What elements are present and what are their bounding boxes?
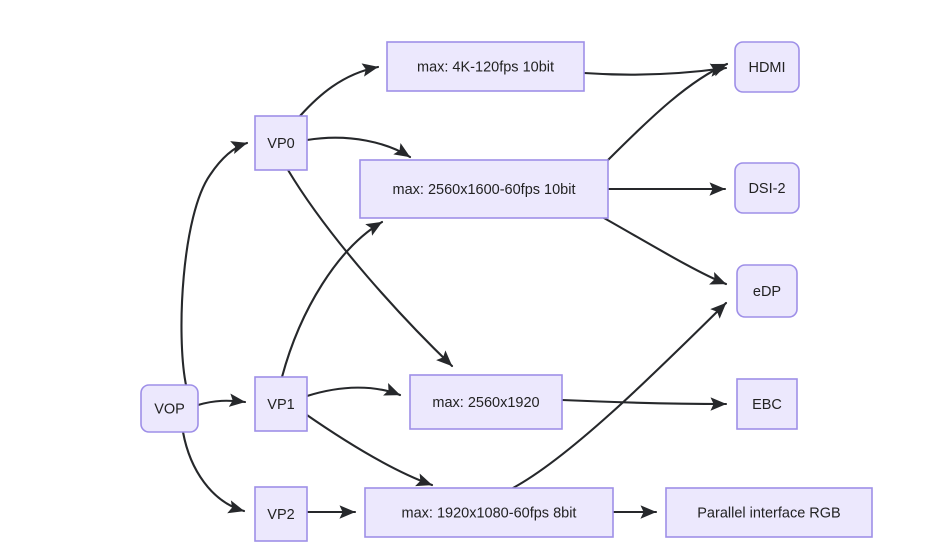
- edge-e-cap10-edp: [511, 301, 728, 490]
- node-edp[interactable]: eDP: [736, 264, 798, 318]
- node-vp2[interactable]: VP2: [254, 486, 308, 542]
- node-box-vop[interactable]: [140, 384, 199, 433]
- node-label-vp2: VP2: [267, 507, 294, 523]
- node-box-dsi2[interactable]: [734, 162, 800, 214]
- node-label-dsi2: DSI-2: [748, 181, 785, 197]
- node-box-edp[interactable]: [736, 264, 798, 318]
- node-box-cap25[interactable]: [359, 159, 609, 219]
- node-label-vp1: VP1: [267, 397, 294, 413]
- node-label-cap25: max: 2560x1600-60fps 10bit: [393, 182, 576, 198]
- edge-e-vp1-cap25: [280, 220, 384, 379]
- node-label-ebc: EBC: [752, 397, 782, 413]
- node-vp1[interactable]: VP1: [254, 376, 308, 432]
- edge-e-cap25-edp: [602, 216, 728, 286]
- edge-e-vop-vp2: [181, 430, 246, 514]
- node-cap10[interactable]: max: 1920x1080-60fps 8bit: [364, 487, 614, 538]
- node-box-prgb[interactable]: [665, 487, 873, 538]
- node-box-vp2[interactable]: [254, 486, 308, 542]
- edge-e-vp0-cap25: [305, 136, 412, 159]
- node-ebc[interactable]: EBC: [736, 378, 798, 430]
- edge-e-cap25-hdmi: [606, 62, 729, 162]
- node-label-vop: VOP: [154, 401, 185, 417]
- edge-e-vop-vp0: [180, 141, 249, 387]
- node-label-prgb: Parallel interface RGB: [697, 505, 840, 521]
- node-label-cap19: max: 2560x1920: [432, 395, 539, 411]
- node-label-vp0: VP0: [267, 136, 294, 152]
- node-box-vp1[interactable]: [254, 376, 308, 432]
- node-box-hdmi[interactable]: [734, 41, 800, 93]
- node-box-vp0[interactable]: [254, 115, 308, 171]
- edge-e-vp1-cap10: [302, 411, 434, 487]
- node-label-hdmi: HDMI: [748, 60, 785, 76]
- edge-e-vop-vp1: [196, 393, 247, 407]
- node-hdmi[interactable]: HDMI: [734, 41, 800, 93]
- edge-layer: [180, 62, 729, 519]
- edge-e-vp0-cap4k: [298, 63, 380, 118]
- node-box-cap4k[interactable]: [386, 41, 585, 92]
- node-dsi2[interactable]: DSI-2: [734, 162, 800, 214]
- node-prgb[interactable]: Parallel interface RGB: [665, 487, 873, 538]
- node-label-cap4k: max: 4K-120fps 10bit: [417, 59, 554, 75]
- node-box-cap10[interactable]: [364, 487, 614, 538]
- node-vp0[interactable]: VP0: [254, 115, 308, 171]
- edge-e-cap4k-hdmi: [582, 63, 728, 77]
- node-label-cap10: max: 1920x1080-60fps 8bit: [402, 505, 577, 521]
- edge-e-cap19-ebc: [560, 397, 728, 411]
- node-cap25[interactable]: max: 2560x1600-60fps 10bit: [359, 159, 609, 219]
- node-label-edp: eDP: [753, 284, 781, 300]
- node-vop[interactable]: VOP: [140, 384, 199, 433]
- edge-e-vp1-cap19: [305, 382, 402, 398]
- node-box-ebc[interactable]: [736, 378, 798, 430]
- node-cap4k[interactable]: max: 4K-120fps 10bit: [386, 41, 585, 92]
- edge-e-vp0-cap19: [286, 168, 454, 368]
- node-box-cap19[interactable]: [409, 374, 563, 430]
- node-cap19[interactable]: max: 2560x1920: [409, 374, 563, 430]
